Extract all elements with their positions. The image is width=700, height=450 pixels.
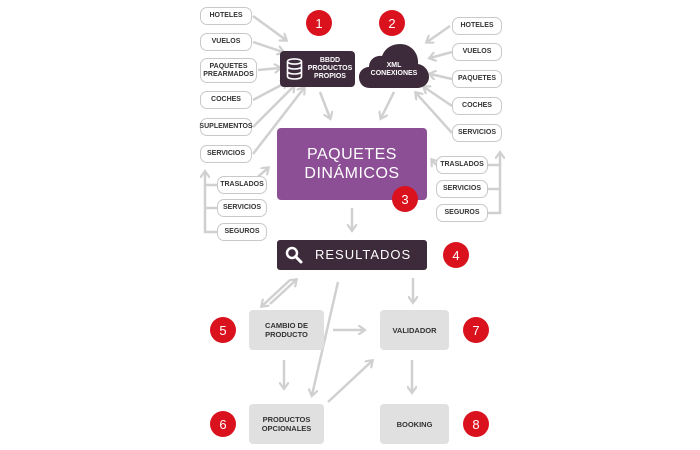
search-icon: [285, 246, 303, 264]
left-source-servicios: SERVICIOS: [200, 145, 252, 163]
badge-7: 7: [463, 317, 489, 343]
badge-3: 3: [392, 186, 418, 212]
booking-box: BOOKING: [380, 404, 449, 444]
right-source-coches: COCHES: [452, 97, 502, 115]
badge-6: 6: [210, 411, 236, 437]
resultados-label: RESULTADOS: [315, 247, 412, 262]
right-sub-seguros: SEGUROS: [436, 204, 488, 222]
left-sub-traslados: TRASLADOS: [217, 176, 267, 194]
left-source-paquetes-prearmados: PAQUETES PREARMADOS: [200, 58, 257, 83]
right-sub-traslados: TRASLADOS: [436, 156, 488, 174]
left-source-coches: COCHES: [200, 91, 252, 109]
right-source-hoteles: HOTELES: [452, 17, 502, 35]
validador-box: VALIDADOR: [380, 310, 449, 350]
left-sub-servicios: SERVICIOS: [217, 199, 267, 217]
bbdd-productos-propios-box: BBDD PRODUCTOS PROPIOS: [280, 51, 355, 87]
bbdd-label: BBDD PRODUCTOS PROPIOS: [307, 57, 353, 80]
paquetes-dinamicos-box: PAQUETES DINÁMICOS: [277, 128, 427, 200]
badge-8: 8: [463, 411, 489, 437]
right-source-servicios: SERVICIOS: [452, 124, 502, 142]
badge-4: 4: [443, 242, 469, 268]
productos-opcionales-box: PRODUCTOS OPCIONALES: [249, 404, 324, 444]
badge-1: 1: [306, 10, 332, 36]
database-icon: [286, 58, 303, 80]
right-source-paquetes: PAQUETES: [452, 70, 502, 88]
resultados-box: RESULTADOS: [277, 240, 427, 270]
xml-conexiones-box: XML CONEXIONES: [358, 42, 430, 90]
cambio-de-producto-box: CAMBIO DE PRODUCTO: [249, 310, 324, 350]
left-source-hoteles: HOTELES: [200, 7, 252, 25]
right-source-vuelos: VUELOS: [452, 43, 502, 61]
xml-label: XML CONEXIONES: [370, 62, 418, 77]
badge-2: 2: [379, 10, 405, 36]
left-source-suplementos: SUPLEMENTOS: [199, 118, 253, 136]
left-sub-seguros: SEGUROS: [217, 223, 267, 241]
cloud-icon: [359, 44, 429, 88]
left-source-vuelos: VUELOS: [200, 33, 252, 51]
right-sub-servicios: SERVICIOS: [436, 180, 488, 198]
badge-5: 5: [210, 317, 236, 343]
